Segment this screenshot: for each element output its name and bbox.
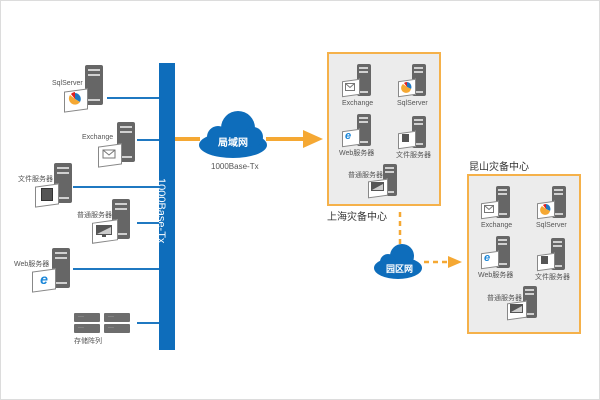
link-web-server <box>73 268 159 270</box>
ie-icon: e <box>345 130 352 142</box>
server-label: 文件服务器 <box>18 176 53 183</box>
server-label: Web服务器 <box>339 150 375 157</box>
server-tower-icon <box>496 186 510 218</box>
server-label: 文件服务器 <box>535 274 570 281</box>
site-title: 昆山灾备中心 <box>469 162 529 173</box>
campus-cloud-icon <box>374 244 422 279</box>
server-label: 普通服务器 <box>487 295 522 302</box>
file-icon <box>402 134 409 142</box>
monitor-icon <box>371 182 384 191</box>
file-icon <box>41 188 53 201</box>
mail-icon <box>484 205 494 213</box>
pie-chart-icon <box>401 82 412 93</box>
server-label: Exchange <box>342 100 374 107</box>
server-tower-icon <box>52 248 70 288</box>
site-title: 上海灾备中心 <box>327 212 387 223</box>
server-label: 普通服务器 <box>348 172 383 179</box>
link-exchange <box>137 139 159 141</box>
monitor-icon <box>510 304 523 313</box>
lan-cloud-icon <box>199 111 267 158</box>
server-label: Web服务器 <box>478 272 514 279</box>
disk-icon: ··· <box>74 324 100 333</box>
server-tower-icon <box>552 186 566 218</box>
server-tower-icon <box>85 65 103 105</box>
mail-icon <box>102 149 116 159</box>
link-general-server <box>137 222 159 224</box>
server-label: Web服务器 <box>14 261 50 268</box>
server-label: SqlServer <box>536 222 567 229</box>
server-label: Exchange <box>82 134 114 141</box>
lan-cloud-sublabel: 1000Base-Tx <box>211 162 259 171</box>
link-storage <box>137 322 159 324</box>
server-tower-icon <box>357 114 371 146</box>
server-tower-icon <box>496 236 510 268</box>
disk-icon: ··· <box>104 313 130 322</box>
disk-icon: ··· <box>74 313 100 322</box>
pie-chart-icon <box>68 92 81 105</box>
lan-arrowhead <box>303 130 323 148</box>
server-label: 文件服务器 <box>396 152 431 159</box>
server-label: 普通服务器 <box>77 212 112 219</box>
server-label: SqlServer <box>52 80 83 87</box>
server-tower-icon <box>357 64 371 96</box>
server-label: SqlServer <box>397 100 428 107</box>
monitor-icon <box>96 225 112 237</box>
backbone-bus <box>159 63 175 350</box>
pie-chart-icon <box>540 204 551 215</box>
link-sqlserver <box>107 97 159 99</box>
ie-icon: e <box>484 252 491 264</box>
mail-icon <box>345 83 355 91</box>
disk-icon: ··· <box>104 324 130 333</box>
link-file-server <box>73 186 159 188</box>
file-icon <box>541 256 548 264</box>
campus-cloud-label: 园区网 <box>386 264 414 274</box>
ie-icon: e <box>40 271 48 287</box>
campus-arrowhead <box>448 256 462 268</box>
server-label: Exchange <box>481 222 513 229</box>
lan-cloud-label: 局域网 <box>218 138 248 149</box>
storage-label: 存储阵列 <box>74 338 102 345</box>
